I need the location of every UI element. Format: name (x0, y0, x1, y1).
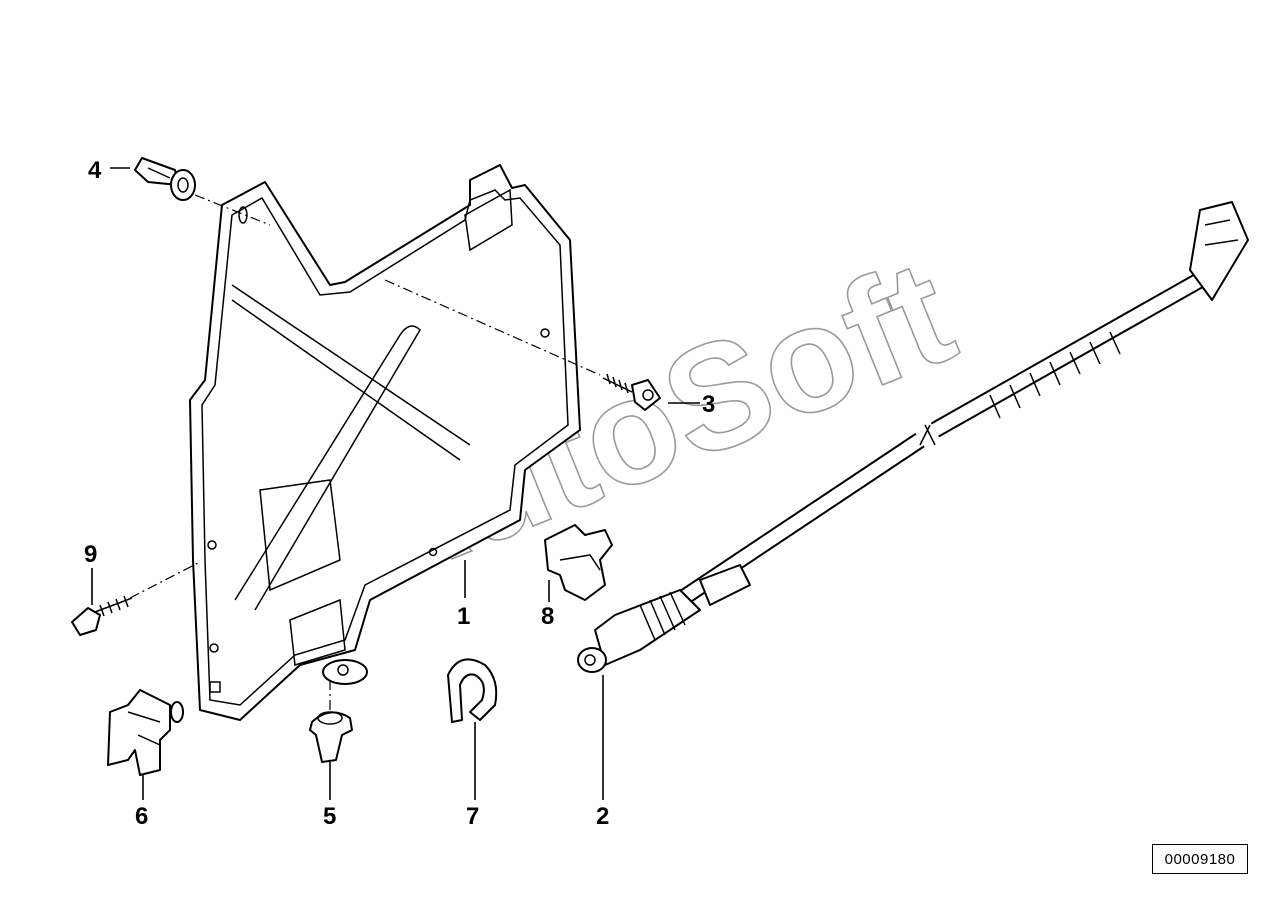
reference-number-box: 00009180 (1152, 844, 1248, 874)
callout-6: 6 (135, 803, 148, 830)
assembly-line-9 (129, 561, 201, 599)
callout-2: 2 (596, 803, 609, 830)
callout-3: 3 (702, 391, 715, 418)
holder-clip-part (544, 524, 613, 601)
callout-1: 1 (457, 603, 470, 630)
assembly-line-4 (194, 194, 271, 226)
assembly-line-3 (384, 279, 601, 376)
callout-7: 7 (466, 803, 479, 830)
callout-5: 5 (323, 803, 336, 830)
callout-9: 9 (84, 541, 97, 568)
callout-8: 8 (541, 603, 554, 630)
cable-clamp-part (447, 658, 498, 723)
grommet-part (309, 711, 353, 763)
screw-washer-part (602, 373, 661, 411)
expanding-rivet-part (134, 157, 196, 201)
bracket-plate (189, 164, 581, 721)
clip-part (107, 689, 184, 776)
cable-part (577, 201, 1249, 673)
screw-part (71, 595, 133, 636)
callout-4: 4 (88, 157, 102, 184)
